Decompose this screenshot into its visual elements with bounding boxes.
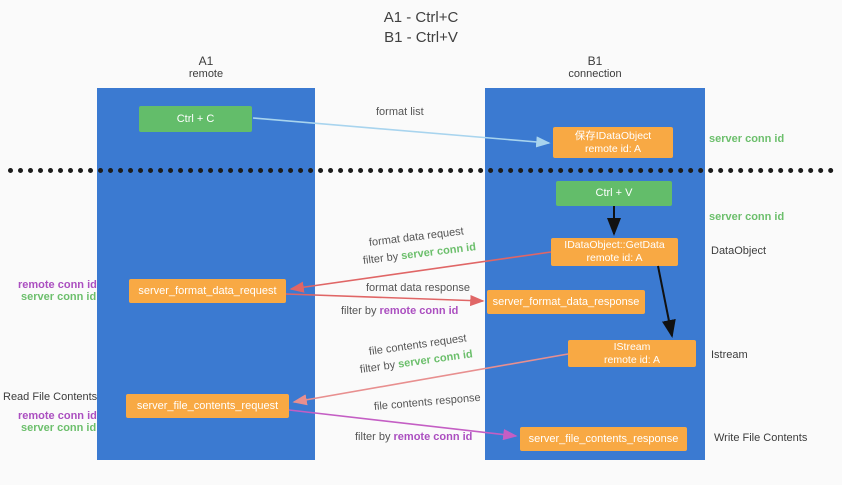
node-format-request-label: server_format_data_request: [138, 284, 277, 297]
node-istream-line2: remote id: A: [603, 353, 661, 366]
filter-by-text-3: filter by: [359, 359, 396, 376]
lane-header-a1: A1 remote: [97, 55, 315, 81]
node-file-response-label: server_file_contents_response: [528, 432, 679, 445]
filter-server-conn-id-1: server conn id: [400, 241, 477, 263]
side-label-dataobject: DataObject: [711, 245, 767, 257]
filter-by-text-4: filter by: [355, 431, 391, 443]
node-file-request-label: server_file_contents_request: [136, 399, 279, 412]
side-label-write-file-contents: Write File Contents: [714, 432, 808, 444]
side-label-istream: Istream: [711, 349, 748, 361]
filter-remote-conn-id-1: remote conn id: [379, 305, 459, 317]
node-save-idataobject-line1: 保存IDataObject: [574, 129, 652, 142]
side-label-remote-conn-id-1: remote conn id: [18, 279, 97, 291]
dotted-divider: [8, 168, 834, 173]
node-save-idataobject-line2: remote id: A: [584, 142, 642, 155]
arrow-label-format-data-response: format data response: [366, 282, 470, 294]
arrow-label-filter-remote-1: filter by remote conn id: [341, 305, 458, 317]
node-server-format-data-request: server_format_data_request: [129, 279, 286, 303]
title-line-1: A1 - Ctrl+C: [383, 9, 459, 26]
node-getdata-line2: remote id: A: [586, 252, 643, 264]
node-server-file-contents-request: server_file_contents_request: [126, 394, 289, 418]
node-ctrl-v: Ctrl + V: [556, 181, 672, 206]
node-server-file-contents-response: server_file_contents_response: [520, 427, 687, 451]
node-format-response-label: server_format_data_response: [492, 295, 640, 308]
node-istream-line1: IStream: [613, 340, 651, 353]
arrow-label-format-list: format list: [376, 106, 424, 118]
lane-a1-name: A1: [198, 54, 214, 68]
lane-header-b1: B1 connection: [485, 55, 705, 81]
node-istream: IStream remote id: A: [568, 340, 696, 367]
node-idataobject-getdata: IDataObject::GetData remote id: A: [551, 238, 678, 266]
side-label-remote-conn-id-2: remote conn id: [18, 410, 97, 422]
side-label-server-conn-id-mid: server conn id: [709, 211, 785, 223]
arrow-label-filter-remote-2: filter by remote conn id: [355, 431, 472, 443]
side-label-server-conn-id-top: server conn id: [709, 133, 785, 145]
filter-remote-conn-id-2: remote conn id: [393, 431, 473, 443]
node-server-format-data-response: server_format_data_response: [487, 290, 645, 314]
node-getdata-line1: IDataObject::GetData: [564, 239, 665, 251]
side-label-server-conn-id-2: server conn id: [21, 422, 97, 434]
node-ctrl-c: Ctrl + C: [139, 106, 252, 132]
diagram-title: A1 - Ctrl+C B1 - Ctrl+V: [0, 8, 842, 48]
arrow-format-data-response: [285, 293, 485, 307]
side-label-read-file-contents: Read File Contents: [3, 391, 98, 403]
arrow-label-file-contents-response: file contents response: [373, 391, 482, 413]
node-ctrl-c-label: Ctrl + C: [176, 112, 215, 125]
node-save-idataobject: 保存IDataObject remote id: A: [553, 127, 673, 158]
lane-a1-sub: remote: [188, 68, 224, 80]
title-line-2: B1 - Ctrl+V: [384, 29, 458, 46]
lane-b1-sub: connection: [568, 68, 622, 80]
node-ctrl-v-label: Ctrl + V: [595, 187, 633, 199]
filter-by-text-1: filter by: [362, 250, 399, 267]
lane-b1-name: B1: [587, 54, 603, 68]
filter-by-text-2: filter by: [341, 305, 377, 317]
side-label-server-conn-id-1: server conn id: [21, 291, 97, 303]
